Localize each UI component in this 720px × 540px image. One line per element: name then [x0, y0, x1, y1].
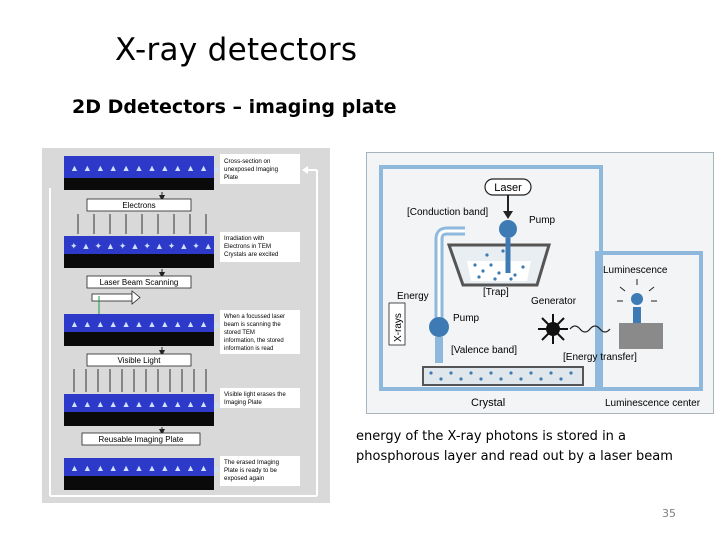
note-erase: Visible light erases the Imaging Plate	[220, 388, 300, 408]
label-crystal: Crystal	[471, 397, 505, 409]
label-valence-band: [Valence band]	[451, 345, 517, 356]
energy-wave	[569, 325, 611, 333]
svg-text:Laser: Laser	[494, 182, 522, 194]
label-luminescence: Luminescence	[603, 265, 668, 276]
label-conduction-band: [Conduction band]	[407, 207, 488, 218]
trap-electrons	[473, 249, 525, 281]
light-arrows	[73, 369, 207, 392]
electron-arrows	[77, 214, 207, 234]
svg-text:X-rays: X-rays	[393, 313, 404, 342]
luminescence-center-box	[619, 307, 663, 349]
slide-subtitle: 2D Ddetectors – imaging plate	[72, 96, 397, 118]
svg-text:unexposed Imaging: unexposed Imaging	[224, 166, 279, 173]
laser-box: Laser	[484, 178, 532, 196]
crystal-frame	[379, 165, 603, 391]
label-pump-top: Pump	[529, 215, 556, 226]
trap-vessel	[446, 243, 552, 287]
svg-text:▲▲▲▲▲▲▲▲▲▲▲▲: ▲▲▲▲▲▲▲▲▲▲▲▲	[70, 319, 225, 329]
luminescence-light-icon	[617, 279, 657, 305]
pump-top-icon	[499, 220, 517, 238]
svg-text:beam is scanning the: beam is scanning the	[224, 322, 281, 328]
bar-laser-scanning: Laser Beam Scanning	[86, 275, 192, 289]
svg-text:✦▲✦▲✦▲✦▲✦▲✦▲: ✦▲✦▲✦▲✦▲✦▲✦▲	[70, 241, 217, 251]
svg-text:information is read: information is read	[224, 346, 273, 352]
svg-text:Visible Light: Visible Light	[118, 356, 162, 365]
plate-erasing: ▲▲▲▲▲▲▲▲▲▲▲▲	[64, 394, 225, 426]
svg-text:information, the stored: information, the stored	[224, 338, 284, 344]
svg-text:stored TEM: stored TEM	[224, 330, 255, 336]
bar-reusable-plate: Reusable Imaging Plate	[81, 432, 201, 446]
svg-text:▲▲▲▲▲▲▲▲▲▲▲▲: ▲▲▲▲▲▲▲▲▲▲▲▲	[70, 463, 225, 473]
imaging-plate-cycle-svg: ▲▲▲▲▲▲▲▲▲▲▲▲ Cross-section on unexposed …	[49, 154, 318, 497]
svg-text:Plate: Plate	[224, 174, 239, 181]
svg-text:Laser Beam Scanning: Laser Beam Scanning	[100, 278, 179, 287]
svg-text:exposed again: exposed again	[224, 475, 265, 482]
energy-diagram-svg: Laser [Conduction band] Pump [Trap] Ener…	[379, 165, 703, 409]
page-number: 35	[662, 507, 676, 520]
svg-text:When a focussed laser: When a focussed laser	[224, 314, 285, 320]
note-scanning: When a focussed laser beam is scanning t…	[220, 310, 300, 354]
luminescence-frame	[595, 251, 703, 391]
pump-bottom-icon	[429, 317, 449, 337]
plate-scanning: ▲▲▲▲▲▲▲▲▲▲▲▲	[64, 314, 225, 346]
label-generator: Generator	[531, 296, 577, 307]
generator-icon	[538, 314, 568, 344]
svg-text:Visible light erases the: Visible light erases the	[224, 391, 286, 398]
bar-visible-light: Visible Light	[86, 353, 192, 367]
label-energy-transfer: [Energy transfer]	[563, 352, 637, 363]
imaging-plate-cycle-figure: ▲▲▲▲▲▲▲▲▲▲▲▲ Cross-section on unexposed …	[42, 148, 330, 503]
plate-exposed: ✦▲✦▲✦▲✦▲✦▲✦▲	[64, 236, 217, 268]
note-unexposed: Cross-section on unexposed Imaging Plate	[220, 154, 300, 184]
svg-text:Reusable Imaging Plate: Reusable Imaging Plate	[99, 435, 184, 444]
slide-caption: energy of the X-ray photons is stored in…	[356, 429, 673, 464]
svg-text:Cross-section on: Cross-section on	[224, 158, 271, 165]
label-pump-bottom: Pump	[453, 313, 480, 324]
label-trap: [Trap]	[483, 287, 509, 298]
note-irradiation: Irradiation with Electrons in TEM Crysta…	[220, 232, 300, 262]
svg-text:The erased Imaging: The erased Imaging	[224, 459, 280, 466]
svg-text:Crystals are excited: Crystals are excited	[224, 251, 279, 258]
svg-text:▲▲▲▲▲▲▲▲▲▲▲▲: ▲▲▲▲▲▲▲▲▲▲▲▲	[70, 399, 225, 409]
svg-text:Plate is ready to be: Plate is ready to be	[224, 467, 278, 474]
energy-diagram-figure: Laser [Conduction band] Pump [Trap] Ener…	[366, 152, 714, 414]
svg-text:Electrons in TEM: Electrons in TEM	[224, 243, 271, 250]
plate-unexposed: ▲▲▲▲▲▲▲▲▲▲▲▲	[64, 156, 225, 190]
svg-text:▲▲▲▲▲▲▲▲▲▲▲▲: ▲▲▲▲▲▲▲▲▲▲▲▲	[70, 163, 225, 173]
xrays-label: X-rays	[388, 302, 406, 346]
slide-title: X-ray detectors	[115, 32, 358, 68]
plate-reusable: ▲▲▲▲▲▲▲▲▲▲▲▲	[64, 458, 225, 490]
label-energy: Energy	[397, 291, 429, 302]
bar-electrons: Electrons	[86, 198, 192, 212]
label-luminescence-center: Luminescence center	[605, 398, 701, 409]
svg-text:Electrons: Electrons	[122, 201, 155, 210]
cycle-arrow-head	[302, 166, 308, 174]
crystal-basin	[422, 366, 584, 386]
svg-text:Irradiation with: Irradiation with	[224, 235, 265, 242]
laser-scan-arrow	[91, 290, 141, 314]
svg-text:Imaging Plate: Imaging Plate	[224, 399, 262, 406]
note-erased: The erased Imaging Plate is ready to be …	[220, 456, 300, 486]
